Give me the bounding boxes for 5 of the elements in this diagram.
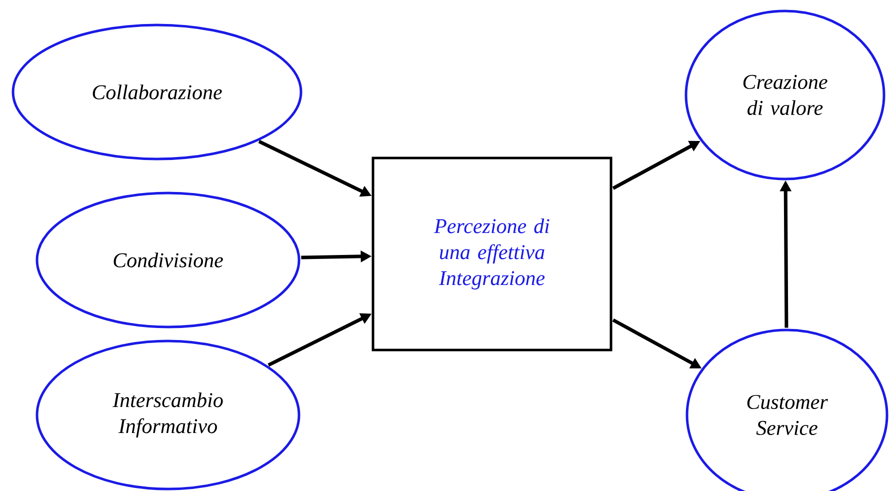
- ellipse-node: Interscambio Informativo: [36, 340, 300, 490]
- ellipse-node: Collaborazione: [12, 24, 302, 160]
- process-box: Percezione di una effettiva Integrazione: [372, 156, 612, 352]
- ellipse-node: Creazione di valore: [684, 10, 886, 180]
- ellipse-node: Condivisione: [36, 192, 300, 328]
